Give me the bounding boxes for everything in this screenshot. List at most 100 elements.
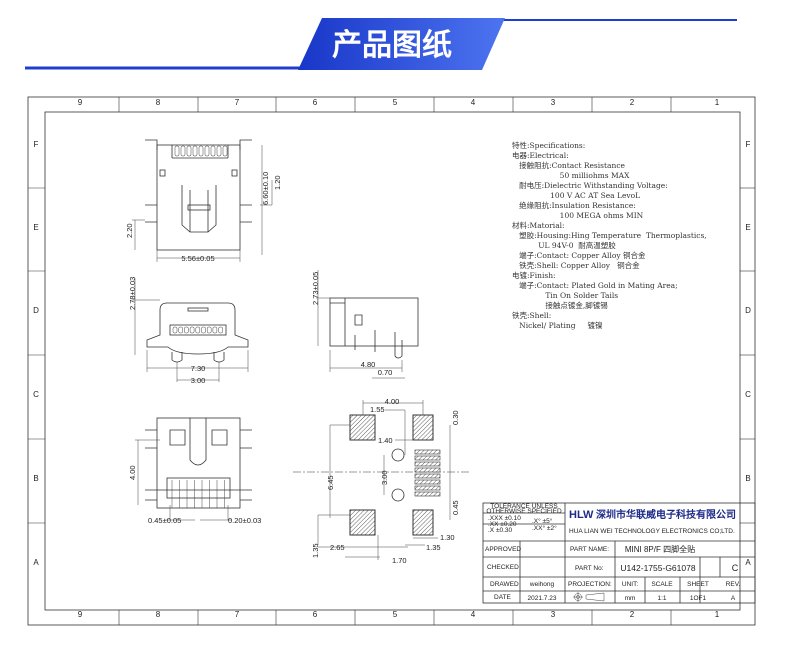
dim-fp-holes: 3.00	[380, 470, 389, 485]
dim-fp-f: 1.70	[392, 556, 407, 565]
rev-value: A	[731, 595, 736, 602]
grid-row-label: A	[33, 558, 39, 567]
dim-front-span: 7.30	[191, 364, 206, 373]
angle-row: .XX° ±2°	[532, 524, 557, 532]
grid-column-label: 2	[630, 610, 635, 619]
grid-row-label: A	[745, 558, 751, 567]
company-name-en: HUA LIAN WEI TECHNOLOGY ELECTRONICS CO;L…	[569, 528, 735, 535]
unit-label: UNIT:	[622, 581, 638, 588]
dim-fp-top: 4.00	[385, 397, 400, 406]
drawed-value: weihong	[529, 581, 555, 588]
signal-pad	[414, 479, 441, 485]
tolerance-title-1: TOLERANCE UNLESS	[490, 503, 558, 510]
grid-row-label: F	[34, 140, 39, 149]
contact-tooth	[174, 145, 180, 157]
contact-pin	[178, 326, 183, 334]
spec-line: 绝缘阻抗:Insulation Resistance:	[512, 200, 636, 210]
grid-column-label: 6	[313, 610, 318, 619]
spec-line: Tin On Solder Tails	[512, 291, 618, 300]
spec-line: 端子:Contact: Plated Gold in Mating Area;	[512, 280, 678, 290]
grid-row-label: D	[745, 306, 751, 315]
company-name-cn: 深圳市华联威电子科技有限公司	[596, 508, 736, 521]
spec-line: 材料:Matorial:	[512, 220, 565, 230]
tolerance-row: .X ±0.30	[488, 527, 513, 534]
part-name-label: PART NAME:	[570, 546, 609, 553]
grid-row-label: E	[745, 223, 750, 232]
dim-side-height: 2.73±0.05	[311, 272, 320, 305]
spec-line: 100 V AC AT Sea LevoL	[512, 191, 640, 200]
grid-row-label: F	[746, 140, 751, 149]
contact-tooth	[186, 145, 192, 157]
spec-line: 100 MEGA ohms MIN	[512, 211, 644, 220]
spec-line: Nickel/ Plating 镀镍	[512, 320, 603, 330]
contact-pin	[172, 326, 178, 334]
grid-row-label: C	[33, 390, 39, 399]
spec-line: 铁壳:Shell:	[512, 310, 551, 320]
dim-front-height: 2.78±0.03	[128, 277, 137, 310]
dim-right-offset: 1.20	[273, 175, 282, 190]
tolerance-row: .XXX ±0.10	[488, 515, 521, 522]
part-rev: C	[732, 563, 739, 573]
contact-tooth	[210, 145, 216, 157]
spec-line: 电器:Electrical:	[512, 150, 569, 160]
grid-column-label: 5	[393, 98, 398, 107]
company-logo: HLW	[569, 509, 594, 521]
grid-column-label: 7	[235, 98, 240, 107]
spec-line: 特性:Specifications:	[512, 140, 585, 150]
contact-pin	[189, 326, 195, 334]
dim-fp-d: 2.65	[330, 543, 345, 552]
signal-pad	[414, 455, 441, 461]
contact-tooth	[216, 145, 222, 157]
grid-column-label: 9	[78, 98, 83, 107]
unit-value: mm	[625, 595, 636, 602]
sheet-value: 1OF1	[690, 595, 707, 602]
grid-column-label: 9	[78, 610, 83, 619]
dim-bottom-right: 0.20±0.03	[228, 516, 261, 525]
dim-height: 6.60±0.10	[261, 172, 270, 205]
grid-column-label: 6	[313, 98, 318, 107]
dim-fp-e: 1.35	[426, 543, 441, 552]
grid-row-label: B	[745, 474, 750, 483]
date-value: 2021.7.23	[528, 595, 557, 602]
grid-row-label: D	[33, 306, 39, 315]
drawed-label: DRAWED	[490, 581, 519, 588]
signal-pad	[414, 473, 441, 479]
grid-column-label: 8	[156, 610, 161, 619]
dim-side-tail: 0.70	[378, 368, 393, 377]
contact-pin	[218, 326, 223, 334]
grid-row-label: B	[33, 474, 38, 483]
scale-label: SCALE	[651, 581, 673, 588]
title-block: TOLERANCE UNLESS OTHERWISE SPECIFIED .XX…	[482, 502, 756, 604]
tolerance-title-2: OTHERWISE SPECIFIED	[486, 508, 562, 515]
specifications-text: 特性:Specifications:电器:Electrical: 接触阻抗:Co…	[512, 140, 707, 330]
scale-value: 1:1	[657, 595, 666, 602]
dim-side-depth: 4.80	[361, 360, 376, 369]
grid-row-label: C	[745, 390, 751, 399]
contact-tooth	[222, 145, 228, 157]
bottom-view: 4.00 0.45±0.05 0.20±0.03	[128, 417, 261, 525]
grid-row-label: E	[33, 223, 38, 232]
header-banner: 产品图纸	[25, 18, 737, 70]
page-title: 产品图纸	[332, 29, 452, 62]
spec-line: 50 milliohms MAX	[512, 171, 630, 180]
dim-fp-pitch: 0.45	[451, 500, 460, 515]
part-name: MINI 8P/F 四脚全贴	[625, 544, 695, 554]
spec-line: UL 94V-0 耐高温塑胶	[512, 240, 616, 250]
grid-column-label: 4	[471, 610, 476, 619]
dim-width: 5.56±0.05	[181, 254, 214, 263]
contact-pin	[201, 326, 206, 334]
grid-column-label: 2	[630, 98, 635, 107]
date-label: DATE	[494, 594, 512, 601]
grid-column-label: 4	[471, 98, 476, 107]
dim-left-offset: 2.20	[125, 223, 134, 238]
dim-front-pitch: 3.00	[191, 376, 206, 385]
part-no-label: PART No:	[575, 565, 604, 572]
grid-column-label: 3	[551, 98, 556, 107]
contact-tooth	[198, 145, 204, 157]
spec-line: 铁壳:Shell: Copper Alloy 铜合金	[512, 260, 640, 270]
part-no: U142-1755-G61078	[620, 563, 695, 573]
projection-symbol-icon	[573, 592, 605, 602]
contact-tooth	[192, 145, 198, 157]
projection-label: PROJECTION:	[568, 581, 612, 588]
